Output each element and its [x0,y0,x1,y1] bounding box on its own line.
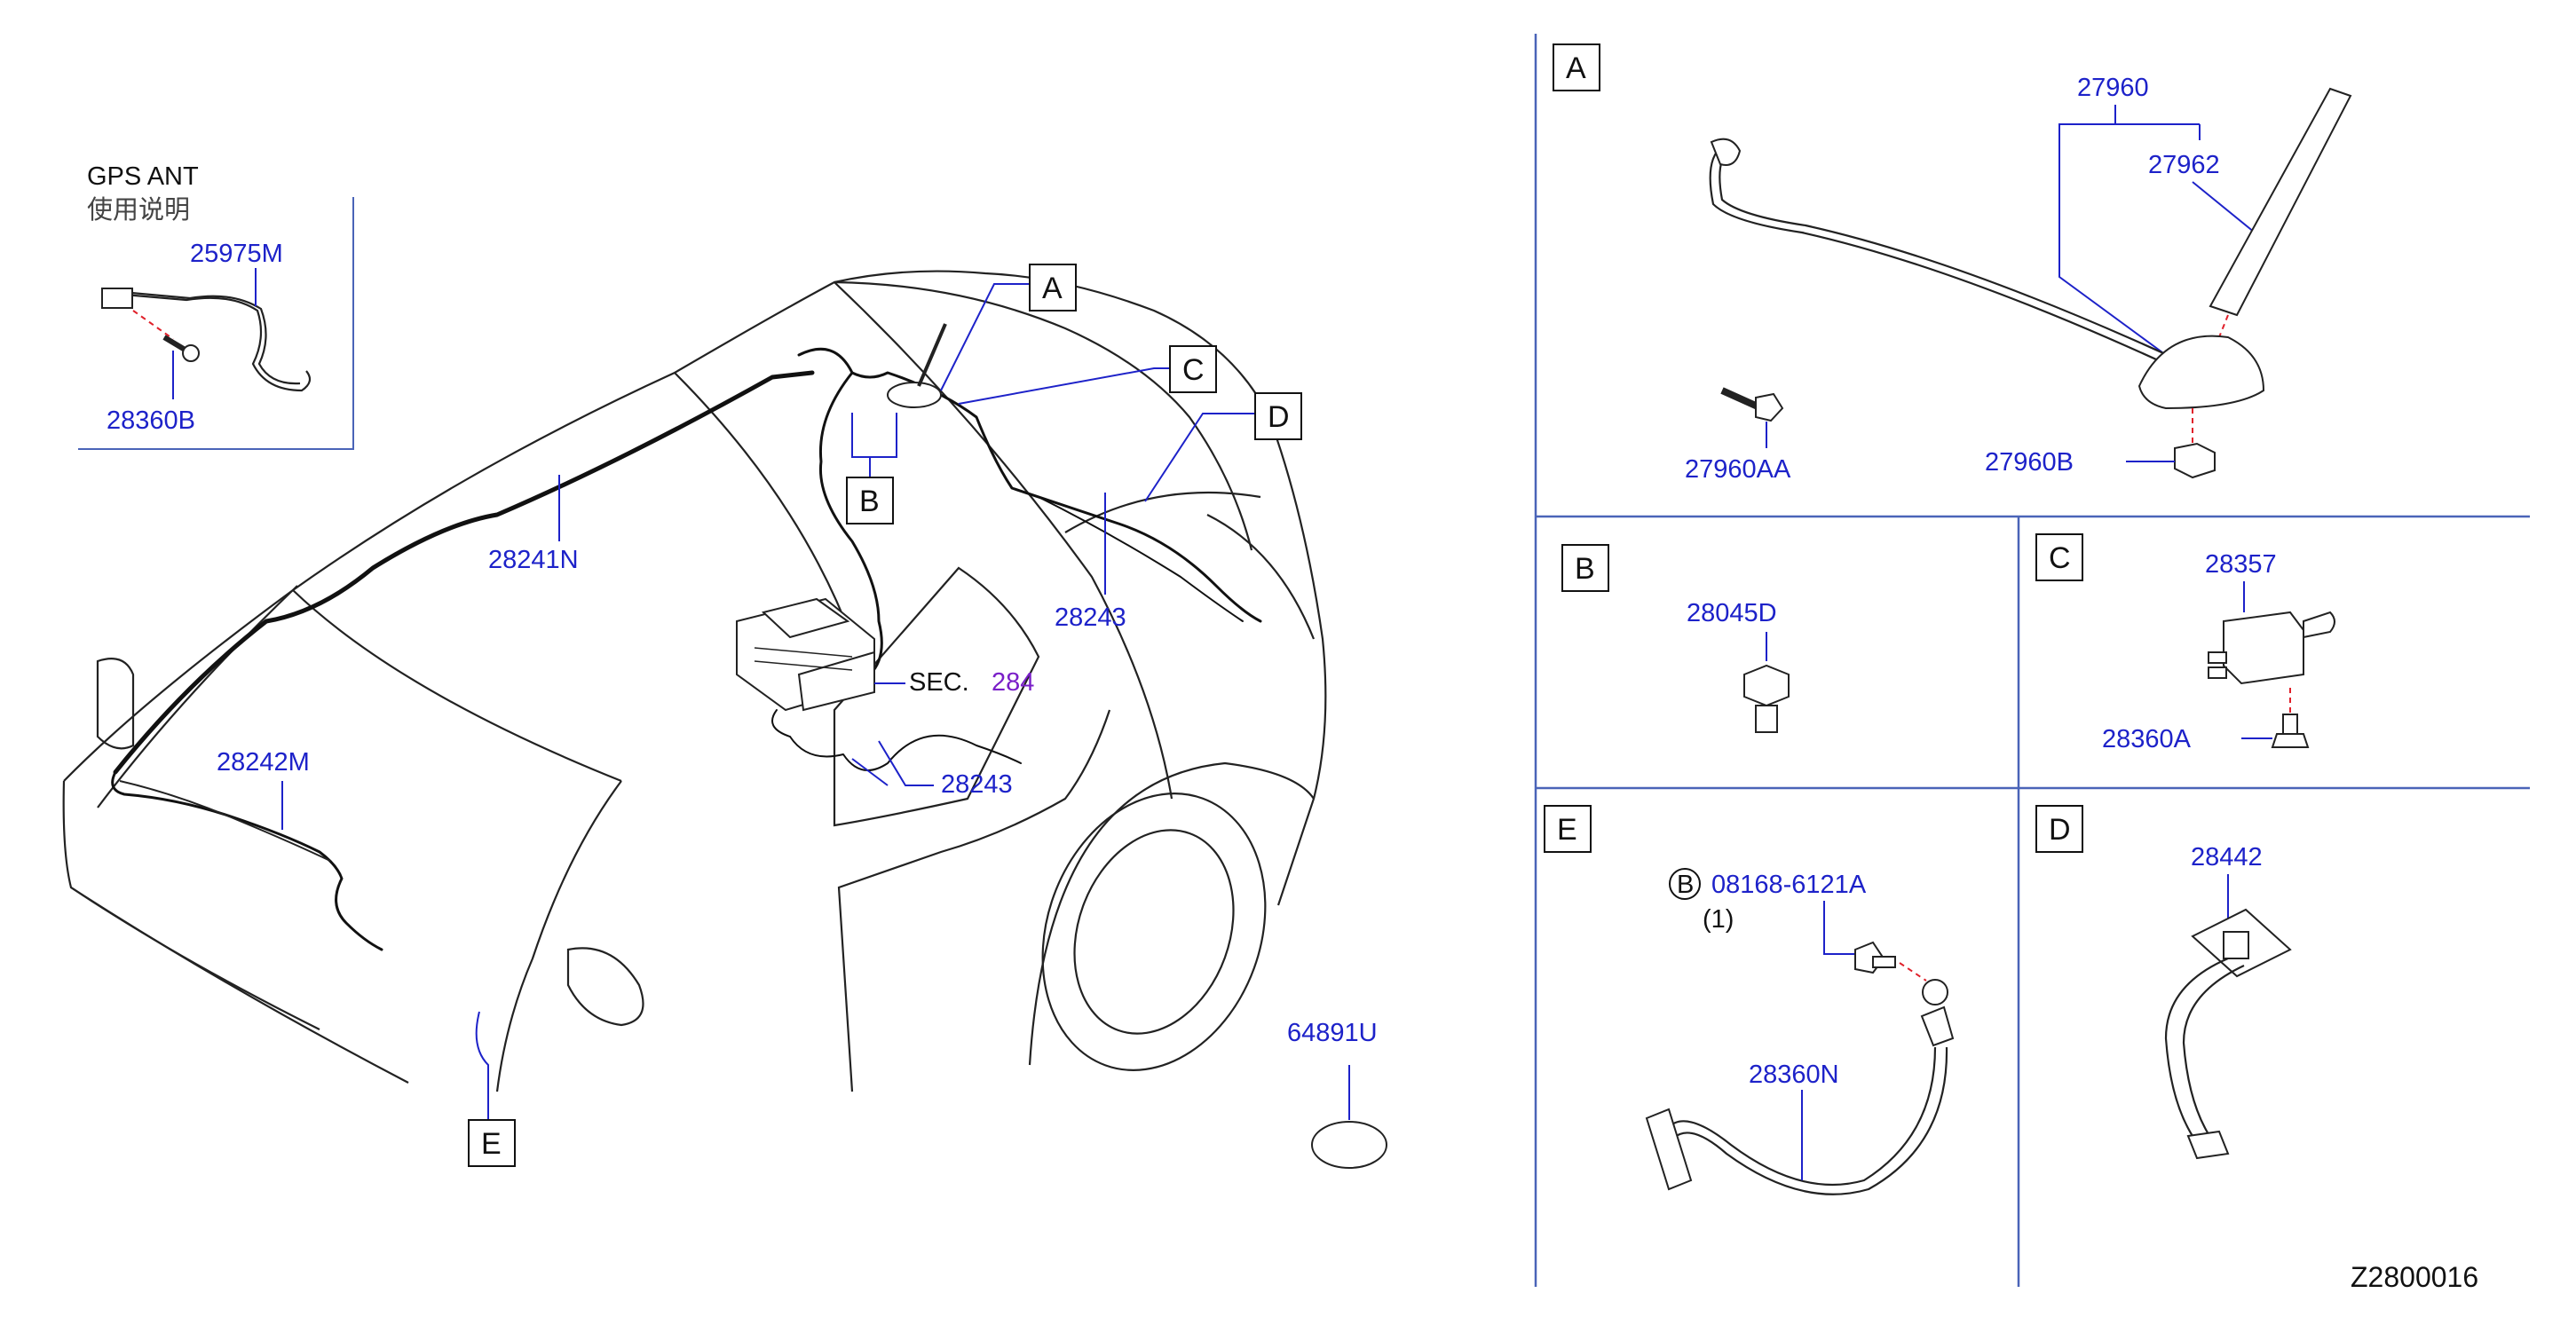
bolt-08168-6121a [1854,941,1896,974]
screw-28360a [2271,714,2310,748]
harness-28242m [111,770,383,951]
panel-b-title: B [1575,552,1595,586]
gps-connector [101,288,133,309]
label-28442: 28442 [2191,843,2263,871]
callout-d-text: D [1268,400,1290,434]
label-28360a: 28360A [2102,725,2192,753]
callout-a[interactable]: A [940,264,1077,391]
side-window [833,566,1040,827]
ground-strap-28360n [1645,979,1955,1195]
gps-dash-leader [132,310,174,340]
panel-a: A 27960 27962 27960B 27960AA [1553,43,2352,484]
label-28242m: 28242M [217,748,310,777]
diagram-code: Z2800016 [2351,1261,2478,1293]
windshield-base [292,589,622,783]
rear-wheel [1041,793,1267,1071]
relay-28357 [2208,611,2335,685]
screw-27960aa [1720,387,1784,422]
label-28360b: 28360B [107,406,195,435]
label-qty: (1) [1703,905,1734,934]
bolt-mark-circle [1669,868,1701,900]
a-pillar [495,780,622,1092]
right-mirror [566,947,644,1027]
panel-d-title: D [2049,813,2071,847]
left-mirror [96,658,135,750]
screw-28360b [162,335,200,362]
callout-b-text: B [859,485,880,518]
roof-antenna [887,323,947,408]
antenna-rod-27962 [2209,87,2352,317]
label-28045d: 28045D [1687,599,1777,627]
bolt-mark: B [1677,871,1694,899]
label-28360n: 28360N [1749,1061,1839,1089]
label-27962: 27962 [2148,151,2220,179]
left-labels: 28241N 28242M 28243 28243 SEC. 284 64891… [217,475,1378,1120]
label-28243-upper: 28243 [1055,603,1126,632]
label-25975m: 25975M [190,240,283,268]
label-28241n: 28241N [488,546,579,574]
label-08168-6121a: 08168-6121A [1711,871,1867,899]
antenna-base-27960 [2137,335,2265,410]
panel-c-title: C [2049,541,2071,575]
gps-cable-25975m [123,293,312,392]
callout-c[interactable]: C [958,345,1217,405]
label-64891u: 64891U [1287,1019,1378,1047]
control-unit-sec284 [736,597,875,712]
harness-28243-pillar [771,371,1022,771]
callout-b[interactable]: B [846,413,897,524]
roof-outline [63,270,1327,906]
sec-prefix: SEC. [909,668,969,697]
bracket-28442 [2164,908,2292,1160]
label-28243-lower: 28243 [941,770,1013,799]
label-27960b: 27960B [1985,448,2074,477]
label-27960aa: 27960AA [1685,455,1791,484]
label-27960: 27960 [2077,74,2149,102]
clip-28045d [1743,664,1790,733]
detail-panels-grid [1534,34,2530,1287]
panel-d: D 28442 [2035,805,2292,1160]
panel-c: C 28357 28360A [2035,533,2335,753]
gps-note-title: GPS ANT [87,162,199,191]
panel-e-title: E [1557,813,1577,847]
harness-28243-roof [797,347,1262,623]
gps-note-subtitle: 使用说明 [87,194,190,225]
panel-e: E B 08168-6121A (1) 28360N [1544,805,1955,1195]
callout-a-text: A [1042,272,1063,305]
panel-b: B 28045D [1561,544,1790,733]
callout-c-text: C [1182,353,1205,387]
label-28357: 28357 [2205,550,2277,579]
grommet-64891u [1311,1121,1387,1169]
b-pillar [834,281,1173,800]
vehicle-outline [62,270,1327,1092]
harness-28241n [113,370,815,775]
gps-antenna-inset: GPS ANT 使用说明 25975M 28360B [78,162,354,450]
door-line [837,709,1111,1092]
callout-e-text: E [481,1127,502,1161]
sec-number-link[interactable]: 284 [992,668,1034,697]
panel-a-title: A [1566,51,1586,85]
nut-27960b [2174,442,2216,479]
antenna-cable-27960 [1709,146,2167,366]
callout-d[interactable]: D [1144,392,1302,502]
callout-e[interactable]: E [468,1011,516,1167]
gps-inset-frame [78,197,354,450]
